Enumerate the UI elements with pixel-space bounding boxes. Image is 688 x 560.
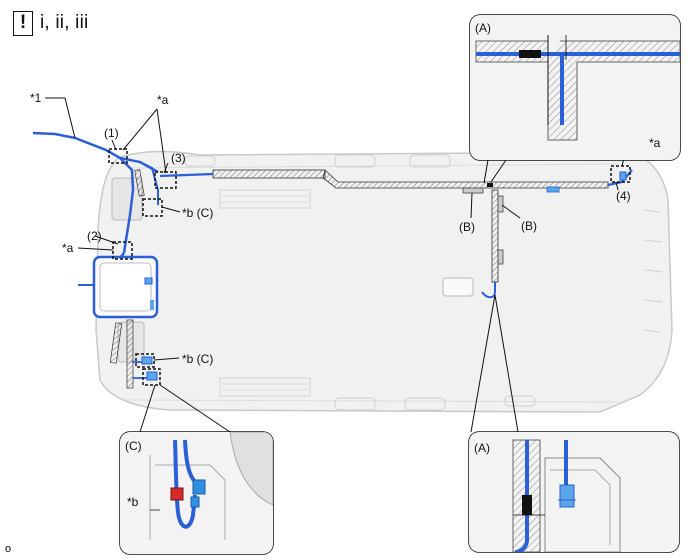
label-clip-b-right: (B) (521, 219, 537, 233)
location-c-box (142, 368, 161, 386)
callout-labels: *1 *a (1) (3) *b (C) (2) *a *a (4) (B) (… (30, 21, 661, 509)
label-location-3: (3) (171, 151, 186, 165)
headliner-outline (95, 150, 673, 413)
location-1-box (108, 148, 128, 164)
roof-headliner (95, 150, 673, 413)
label-detail-c: (C) (125, 439, 142, 453)
location-2-box (112, 241, 133, 260)
label-a-mid-left: *a (62, 241, 74, 255)
detail-view-c (119, 431, 274, 555)
label-a-top-left: *a (157, 93, 169, 107)
roof-harness-front (32, 131, 627, 389)
label-detail-a-bottom: (A) (474, 441, 490, 455)
detail-view-a-top (469, 14, 681, 161)
label-part-1: *1 (30, 91, 42, 105)
leader-lines (45, 97, 636, 433)
detail-view-a-bottom (468, 431, 680, 553)
label-detail-a-top: (A) (475, 21, 491, 35)
label-b-lower: *b (C) (182, 352, 213, 366)
step-reference: i, ii, iii (40, 12, 89, 33)
location-b-lower-box (135, 353, 155, 368)
label-location-4: (4) (616, 189, 631, 203)
label-a-right: *a (649, 136, 661, 150)
sunroof-opening (92, 255, 159, 319)
label-clip-b-left: (B) (459, 220, 475, 234)
caution-icon: ! (13, 11, 33, 36)
label-location-2: (2) (87, 229, 102, 243)
label-detail-c-b: *b (127, 495, 139, 509)
figure-code: o (5, 543, 12, 555)
location-4-box (610, 165, 631, 183)
label-b-upper: *b (C) (182, 206, 213, 220)
label-location-1: (1) (104, 126, 119, 140)
